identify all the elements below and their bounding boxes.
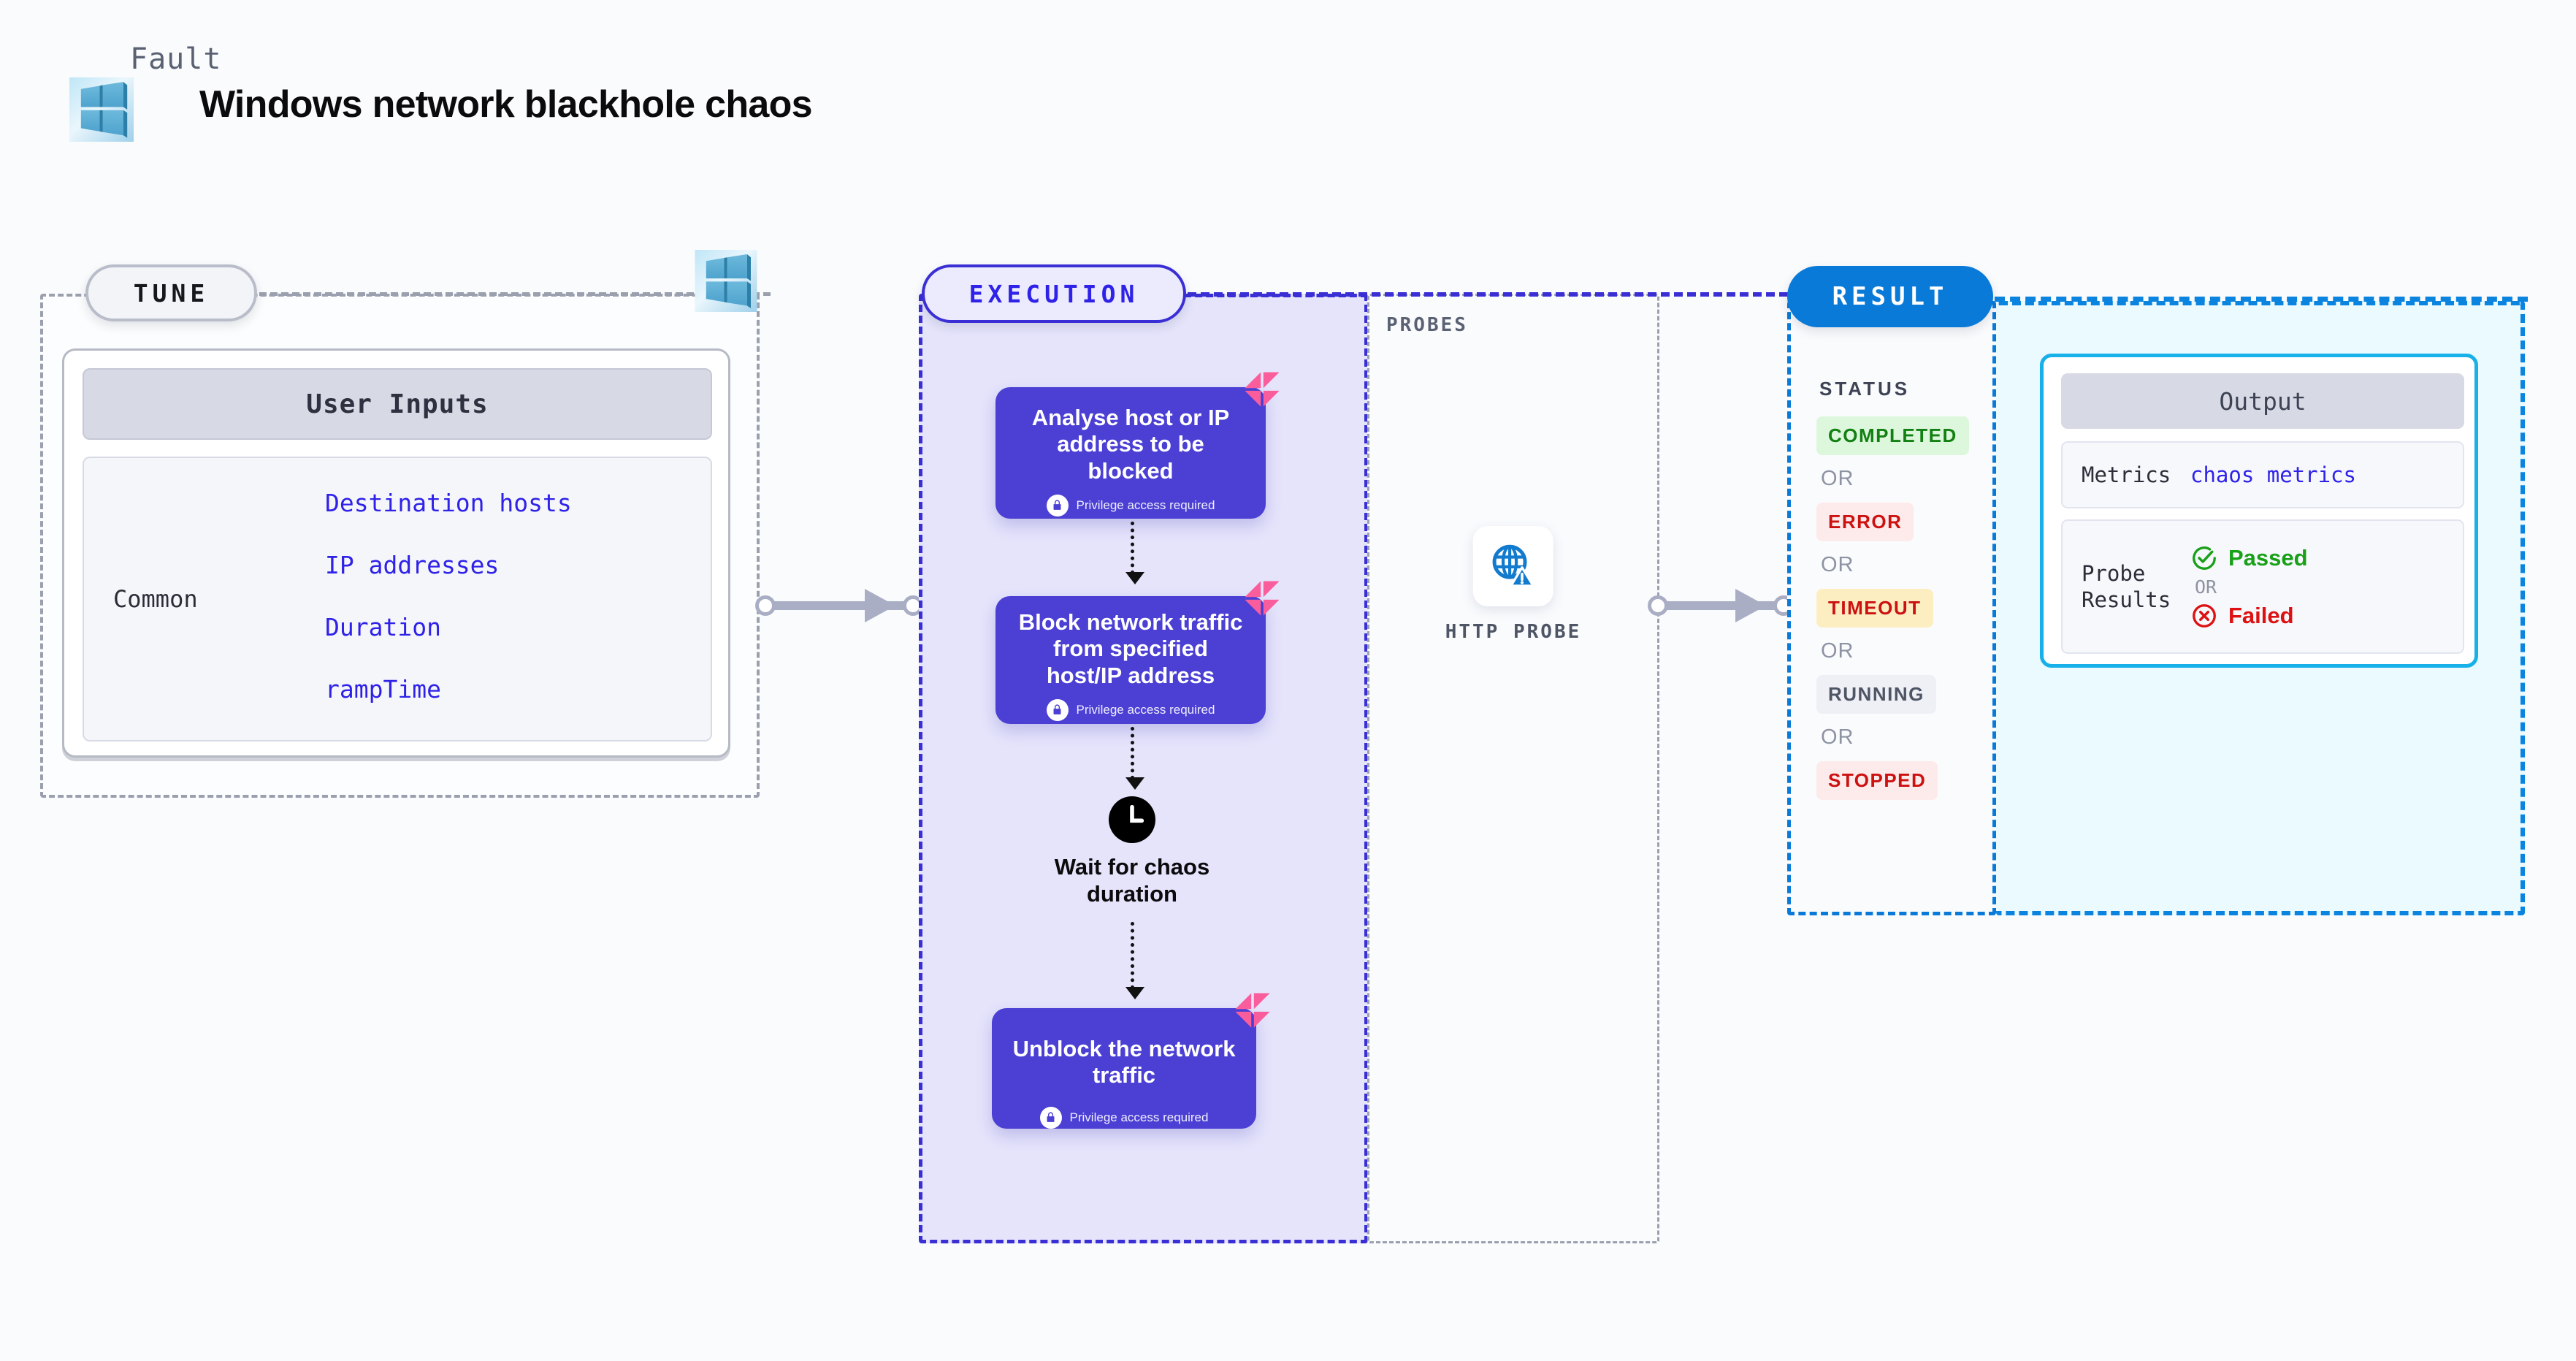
flow-arrow-1 <box>1125 522 1144 584</box>
windows-logo-icon <box>695 250 757 312</box>
user-inputs-body: Common Destination hosts IP addresses Du… <box>83 457 712 742</box>
fault-kicker: Fault <box>130 42 222 76</box>
status-badge-timeout: TIMEOUT <box>1816 589 1933 628</box>
privilege-note: Privilege access required <box>995 494 1266 516</box>
check-circle-icon <box>2193 546 2216 570</box>
execution-step-analyse[interactable]: Analyse host or IP address to be blocked… <box>995 372 1280 519</box>
or-separator: OR <box>2195 576 2217 598</box>
windows-logo-icon <box>69 77 134 142</box>
output-row-key: Probe Results <box>2082 560 2171 612</box>
probe-result-failed-text: Failed <box>2228 602 2294 628</box>
lock-icon <box>1039 1106 1062 1129</box>
page-title: Windows network blackhole chaos <box>199 83 813 126</box>
x-circle-icon <box>2193 603 2216 628</box>
step-title: Unblock the network traffic <box>1012 1036 1236 1089</box>
litmus-logo-icon <box>1235 993 1270 1028</box>
input-item-ip-addresses[interactable]: IP addresses <box>325 551 500 579</box>
input-item-ramptime[interactable]: rampTime <box>325 675 441 704</box>
user-inputs-card: User Inputs Common Destination hosts IP … <box>62 348 730 758</box>
user-inputs-header: User Inputs <box>83 368 712 440</box>
probes-section-boundary <box>1367 294 1659 1243</box>
flow-arrow-2 <box>1125 727 1144 790</box>
execution-section: EXECUTION Analyse host or IP address to … <box>919 264 1933 1243</box>
or-separator: OR <box>1821 725 1854 749</box>
lock-icon <box>1046 494 1069 516</box>
probe-item-http[interactable]: HTTP PROBE <box>1445 526 1582 643</box>
status-badge-error: ERROR <box>1816 503 1914 541</box>
status-badge-completed: COMPLETED <box>1816 416 1969 455</box>
status-heading: STATUS <box>1819 378 1911 400</box>
or-separator: OR <box>1821 467 1854 490</box>
privilege-note-text: Privilege access required <box>1076 497 1215 512</box>
globe-warning-icon <box>1472 526 1553 606</box>
status-list: COMPLETED OR ERROR OR TIMEOUT OR RUNNING… <box>1816 416 1984 800</box>
probes-section-label: PROBES <box>1386 314 1468 336</box>
or-separator: OR <box>1821 553 1854 576</box>
probes-section: PROBES HTTP PROBE <box>1367 294 1659 1243</box>
input-list: Destination hosts IP addresses Duration … <box>325 489 668 704</box>
input-group-label: Common <box>113 585 198 613</box>
privilege-note-text: Privilege access required <box>1076 702 1215 717</box>
input-item-destination-hosts[interactable]: Destination hosts <box>325 489 572 517</box>
status-badge-running: RUNNING <box>1816 675 1936 714</box>
clock-icon <box>1109 796 1155 843</box>
connector-tune-to-execution <box>755 589 923 622</box>
tune-header-connector <box>259 292 771 296</box>
result-pill-label: RESULT <box>1787 266 1993 327</box>
tune-pill-label: TUNE <box>85 264 257 321</box>
lock-icon <box>1046 698 1069 721</box>
output-card-header: Output <box>2061 373 2464 429</box>
wait-step-label: Wait for chaos duration <box>1054 854 1210 907</box>
result-header-connector <box>1995 297 2528 302</box>
output-row-metrics: Metrics chaos metrics <box>2061 441 2464 508</box>
execution-step-block[interactable]: Block network traffic from specified hos… <box>995 581 1280 724</box>
result-section: RESULT STATUS COMPLETED OR ERROR OR TIME… <box>1787 266 2528 915</box>
step-title: Block network traffic from specified hos… <box>1018 609 1243 688</box>
input-item-duration[interactable]: Duration <box>325 613 441 641</box>
litmus-logo-icon <box>1245 372 1280 407</box>
execution-pill-label: EXECUTION <box>922 264 1186 323</box>
execution-header-connector <box>1188 292 1933 297</box>
probe-result-failed: Failed <box>2190 602 2308 630</box>
flow-arrow-3 <box>1125 922 1144 999</box>
probe-result-passed: Passed <box>2190 544 2308 572</box>
tune-section: TUNE User Inputs Common Destination host… <box>40 264 771 798</box>
litmus-logo-icon <box>1245 581 1280 616</box>
output-row-key: Metrics <box>2082 462 2171 487</box>
output-row-probe-results: Probe Results Passed OR <box>2061 519 2464 654</box>
probe-result-passed-text: Passed <box>2228 544 2308 571</box>
status-badge-stopped: STOPPED <box>1816 761 1938 800</box>
connector-probes-to-result <box>1648 589 1794 622</box>
probe-result-values: Passed OR Failed <box>2190 544 2308 630</box>
output-row-value[interactable]: chaos metrics <box>2190 462 2356 487</box>
step-title: Analyse host or IP address to be blocked <box>1031 405 1230 484</box>
execution-step-unblock[interactable]: Unblock the network traffic Privilege ac… <box>992 993 1270 1129</box>
privilege-note: Privilege access required <box>992 1106 1256 1129</box>
probe-label: HTTP PROBE <box>1445 621 1582 643</box>
privilege-note-text: Privilege access required <box>1069 1110 1209 1124</box>
or-separator: OR <box>1821 639 1854 663</box>
output-card: Output Metrics chaos metrics Probe Resul… <box>2040 354 2478 668</box>
privilege-note: Privilege access required <box>995 698 1266 721</box>
